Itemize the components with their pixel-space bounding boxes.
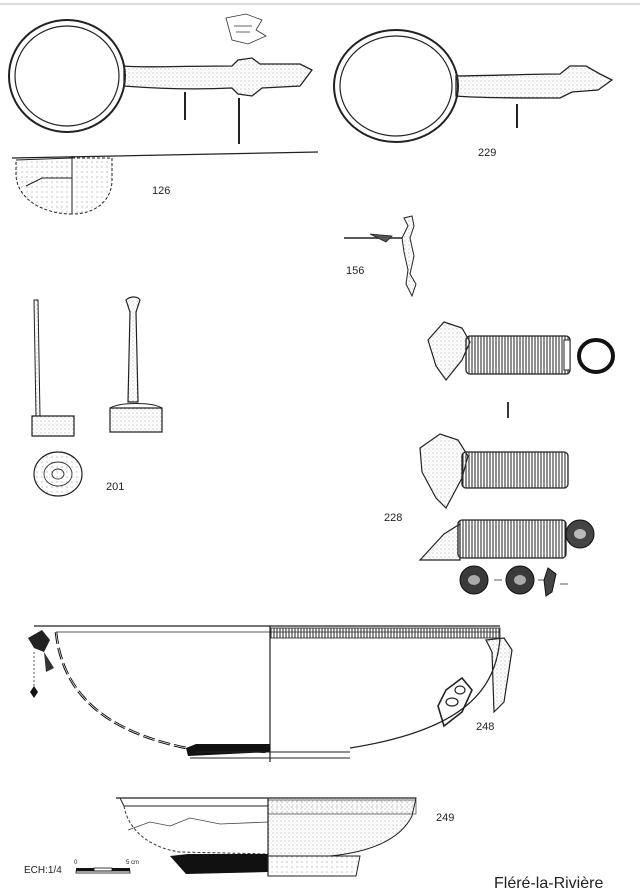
scale-ratio: ECH:1/4	[24, 865, 62, 876]
object-229-drawing	[333, 29, 614, 143]
label-228: 228	[384, 512, 403, 524]
object-248-drawing	[28, 625, 513, 762]
object-126-drawing	[8, 13, 319, 215]
label-156: 156	[346, 265, 365, 277]
label-249: 249	[436, 812, 455, 824]
label-248: 248	[476, 721, 495, 733]
scale-start-tick: 0	[74, 860, 78, 866]
scale-end-tick: 5 cm	[126, 860, 140, 866]
object-201-drawing	[31, 296, 163, 497]
object-156-drawing	[344, 215, 417, 298]
scale-bar	[75, 867, 131, 874]
site-name: Fléré-la-Rivière	[494, 875, 604, 892]
object-249-drawing	[116, 797, 417, 877]
label-201: 201	[106, 481, 125, 493]
label-126: 126	[152, 185, 171, 197]
object-228-drawing	[418, 321, 615, 597]
label-229: 229	[478, 147, 497, 159]
